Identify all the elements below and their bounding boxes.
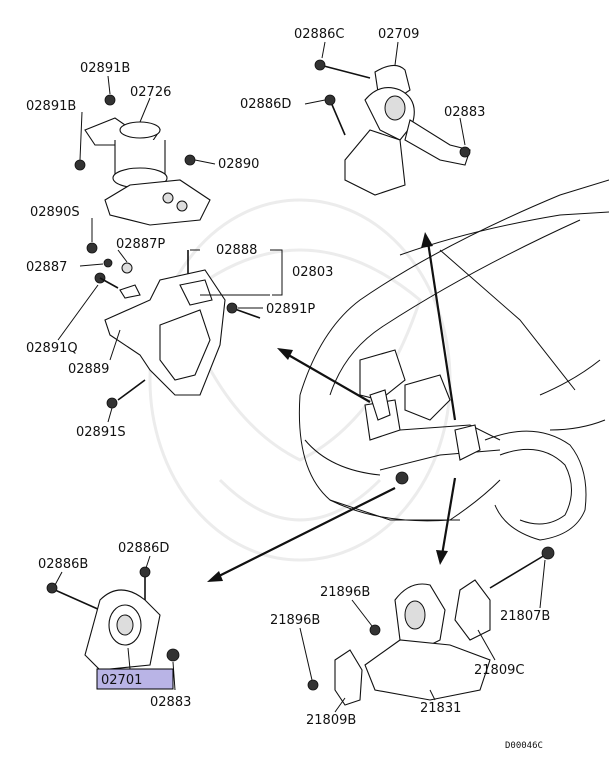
label-02890S[interactable]: 02890S <box>30 205 80 220</box>
label-21831[interactable]: 21831 <box>420 701 461 716</box>
bracket-02803-group <box>94 250 261 409</box>
label-02891B-a[interactable]: 02891B <box>80 61 130 76</box>
diagram-code: D00046C <box>505 741 543 751</box>
label-21896B-b[interactable]: 21896B <box>270 613 320 628</box>
label-21809C[interactable]: 21809C <box>474 663 524 678</box>
label-02886B[interactable]: 02886B <box>38 557 88 572</box>
label-02701[interactable]: 02701 <box>101 673 142 688</box>
mount-02709-group <box>314 59 471 196</box>
label-02887P[interactable]: 02887P <box>116 237 165 252</box>
mount-02726-group <box>74 94 211 254</box>
label-21896B-a[interactable]: 21896B <box>320 585 370 600</box>
label-02886D-top[interactable]: 02886D <box>240 97 291 112</box>
label-02886C-top[interactable]: 02886C <box>294 27 344 42</box>
label-02890[interactable]: 02890 <box>218 157 259 172</box>
label-02886D-bottom[interactable]: 02886D <box>118 541 169 556</box>
label-02891P[interactable]: 02891P <box>266 302 315 317</box>
label-02891B-b[interactable]: 02891B <box>26 99 76 114</box>
label-02883-bottom[interactable]: 02883 <box>150 695 191 710</box>
label-02888[interactable]: 02888 <box>216 243 257 258</box>
label-21809B[interactable]: 21809B <box>306 713 356 728</box>
mount-21831-group <box>307 546 555 706</box>
label-02891Q[interactable]: 02891Q <box>26 341 78 356</box>
vehicle-outline <box>298 179 609 541</box>
leader-lines <box>54 41 546 713</box>
label-21807B[interactable]: 21807B <box>500 609 550 624</box>
label-02891S[interactable]: 02891S <box>76 425 126 440</box>
reference-arrows <box>207 232 457 582</box>
highlighted-part-box <box>96 668 174 690</box>
mount-02701-group <box>46 566 180 671</box>
label-02883-top[interactable]: 02883 <box>444 105 485 120</box>
part-labels: 02886C 02709 02886D 02883 02891B 02891B … <box>26 27 550 751</box>
label-02709[interactable]: 02709 <box>378 27 419 42</box>
label-02887[interactable]: 02887 <box>26 260 67 275</box>
label-02803[interactable]: 02803 <box>292 265 333 280</box>
label-02889[interactable]: 02889 <box>68 362 109 377</box>
label-02726[interactable]: 02726 <box>130 85 171 100</box>
